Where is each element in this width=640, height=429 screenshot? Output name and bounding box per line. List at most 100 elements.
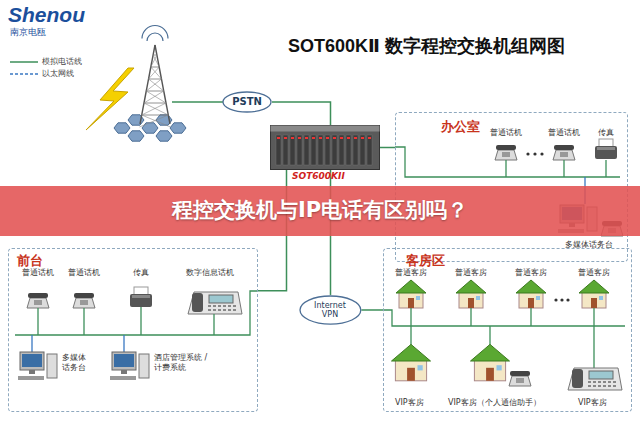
house-roof (456, 280, 486, 293)
room-label: 普通客房 (455, 268, 487, 278)
card-led (340, 137, 343, 139)
region-title: 前台 (17, 254, 43, 269)
card-led (326, 137, 329, 139)
card-led (312, 137, 315, 139)
house-roof (516, 280, 546, 293)
card-led (277, 137, 280, 139)
phone-key (603, 381, 606, 383)
fax-body (595, 146, 617, 159)
tower-brace (142, 115, 169, 116)
pc-stand (29, 370, 35, 374)
house-wall (399, 292, 423, 308)
pc-screen (22, 354, 42, 367)
phone-icon (73, 293, 95, 308)
ellipse-shape (223, 92, 271, 112)
card-slot (339, 135, 344, 165)
tower-brace (151, 67, 162, 79)
diagram-title: SOT600KⅡ 数字程控交换机组网图 (288, 36, 565, 58)
house-roof (579, 280, 609, 293)
house-wall (395, 360, 426, 381)
room-label: 普通客房 (395, 268, 427, 278)
card-led (347, 137, 350, 139)
house-wall (474, 360, 505, 381)
signal-arc (142, 26, 168, 39)
device-label: 普通话机 (548, 128, 580, 138)
card-led (368, 137, 371, 139)
house-door (407, 368, 415, 381)
house-window (418, 365, 423, 370)
house-icon (396, 280, 426, 308)
room-label: VIP客房 (578, 398, 607, 408)
tower-brace (153, 55, 157, 56)
phone-icon (509, 371, 531, 386)
phone-key (228, 309, 231, 311)
pc-tower (139, 354, 149, 378)
drop-wire (563, 160, 564, 177)
drop-wire (505, 160, 506, 177)
phone-key (598, 385, 601, 387)
ellipsis-dot (554, 298, 557, 301)
phone-key (233, 309, 236, 311)
room-label: VIP客房（个人通信助手） (448, 398, 541, 408)
legend-line (10, 70, 38, 78)
card-slot (311, 135, 316, 165)
house-window (599, 296, 603, 300)
phone-keypad (80, 300, 88, 305)
device-label: 多媒体话务台 (565, 240, 613, 250)
phone-key (223, 305, 226, 307)
pc-monitor (20, 352, 44, 370)
tower-brace (149, 67, 160, 79)
fax-paper (599, 139, 613, 147)
drop-wire (410, 326, 411, 345)
device-label: 普通话机 (22, 268, 54, 278)
device-name: SOT600KII (292, 171, 345, 181)
signal-arc (147, 33, 163, 41)
phone-base (509, 376, 531, 386)
drop-wire (470, 308, 471, 326)
house-roof (396, 280, 426, 293)
house-door (591, 298, 597, 308)
phone-base (568, 368, 622, 390)
phone-key (608, 385, 611, 387)
fax-paper (134, 287, 148, 295)
phone-key (588, 381, 591, 383)
fax-icon (130, 287, 152, 307)
legend-text: 模拟电话线 (42, 57, 82, 66)
house-window (416, 296, 420, 300)
bus-line (395, 147, 620, 177)
phone-key (593, 381, 596, 383)
tower-brace (142, 103, 166, 115)
phone-base (553, 150, 575, 160)
hex-tile (142, 123, 158, 133)
card-slot (332, 135, 337, 165)
ellipsis-dot (566, 298, 569, 301)
network-name: Internet VPN (310, 301, 350, 319)
card-led (291, 137, 294, 139)
tower-brace (142, 115, 171, 127)
tower-brace (144, 103, 166, 104)
legend-line-stroke (10, 61, 38, 63)
phone-key (228, 305, 231, 307)
drop-wire (37, 308, 38, 335)
phone-keypad (34, 300, 42, 305)
phone-handset (192, 293, 203, 312)
ellipsis-dot (526, 152, 529, 155)
hex-tile (128, 131, 144, 141)
fax-body (130, 294, 152, 307)
brand-logo: Shenou (8, 2, 85, 27)
device-label: 多媒体 话务台 (62, 353, 92, 372)
phone-icon (495, 145, 517, 160)
ellipsis-dot (540, 152, 543, 155)
drop-wire (140, 307, 141, 335)
pc-monitor (112, 352, 136, 370)
tower-brace (146, 91, 163, 92)
device-label: 酒店管理系统 /计费系统 (154, 353, 210, 372)
fax-slot (597, 147, 615, 150)
drop-wire (489, 326, 490, 345)
house-icon (456, 280, 486, 308)
phone-base (27, 298, 49, 308)
phone-key (213, 309, 216, 311)
network-ellipse: PSTN (222, 91, 272, 113)
